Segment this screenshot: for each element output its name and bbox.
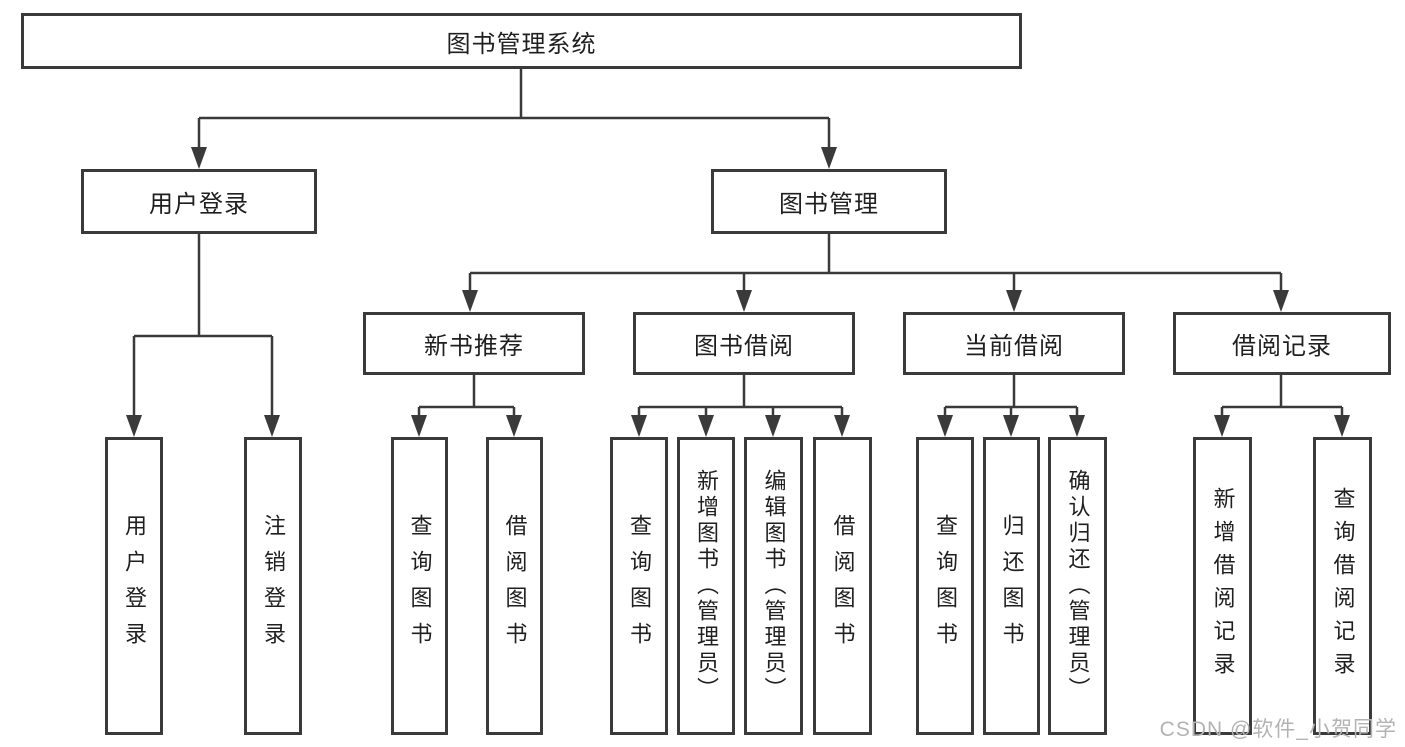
leaf-node-add-borrow-record: 新增借阅记录 <box>1193 437 1252 735</box>
arrow-down-icon <box>765 415 781 437</box>
leaf-node-borrow-books: 借阅图书 <box>486 437 543 735</box>
leaf-node-confirm-return-admin: 确认归还（管理员） <box>1048 437 1107 735</box>
leaf-node-label: 确认归还（管理员） <box>1065 469 1091 703</box>
branch-node-label: 图书管理 <box>779 191 879 218</box>
arrow-down-icon <box>736 290 752 312</box>
leaf-node-label: 查询图书 <box>407 514 433 658</box>
leaf-node-label: 新增图书（管理员） <box>694 469 719 703</box>
leaf-node-label: 借阅图书 <box>502 514 528 658</box>
arrow-down-icon <box>937 415 953 437</box>
arrow-down-icon <box>631 415 647 437</box>
arrow-down-icon <box>821 147 837 169</box>
module-node-book-borrowing: 图书借阅 <box>633 312 855 375</box>
leaf-node-label: 借阅图书 <box>830 514 856 658</box>
leaf-node-logout: 注销登录 <box>244 437 302 735</box>
arrow-down-icon <box>834 415 850 437</box>
leaf-node-add-books-admin: 新增图书（管理员） <box>677 437 735 735</box>
arrow-down-icon <box>1273 290 1289 312</box>
arrow-down-icon <box>1069 415 1085 437</box>
leaf-node-borrow-books: 借阅图书 <box>813 437 872 735</box>
leaf-node-edit-books-admin: 编辑图书（管理员） <box>744 437 803 735</box>
arrow-down-icon <box>698 415 714 437</box>
branch-node-label: 用户登录 <box>149 191 249 218</box>
module-node-new-book-recommend: 新书推荐 <box>363 312 585 375</box>
arrow-down-icon <box>264 415 280 437</box>
arrow-down-icon <box>506 415 522 437</box>
leaf-node-label: 编辑图书（管理员） <box>761 469 787 703</box>
connector-lines <box>132 69 1344 419</box>
module-node-current-borrowing: 当前借阅 <box>903 312 1125 375</box>
arrow-down-icon <box>1334 415 1350 437</box>
leaf-node-label: 查询图书 <box>933 514 958 658</box>
module-node-borrowing-records: 借阅记录 <box>1173 312 1391 375</box>
leaf-node-label: 注销登录 <box>261 514 286 658</box>
arrow-down-icon <box>1214 415 1230 437</box>
branch-node-user-login: 用户登录 <box>81 169 317 234</box>
arrow-down-icon <box>411 415 427 437</box>
leaf-node-label: 新增借阅记录 <box>1210 487 1236 685</box>
module-node-label: 图书借阅 <box>694 333 794 360</box>
root-node-label: 图书管理系统 <box>446 30 597 58</box>
leaf-node-return-books: 归还图书 <box>983 437 1040 735</box>
leaf-node-query-books: 查询图书 <box>391 437 448 735</box>
arrow-down-icon <box>462 290 478 312</box>
leaf-node-query-books: 查询图书 <box>916 437 974 735</box>
arrow-down-icon <box>1006 290 1022 312</box>
arrowhead-icons <box>126 147 1350 437</box>
arrow-down-icon <box>126 415 142 437</box>
leaf-node-query-borrow-record: 查询借阅记录 <box>1313 437 1372 735</box>
root-node-library-system: 图书管理系统 <box>21 13 1022 69</box>
leaf-node-label: 归还图书 <box>999 514 1025 658</box>
leaf-node-user-login: 用户登录 <box>105 437 163 735</box>
arrow-down-icon <box>191 147 207 169</box>
leaf-node-label: 查询借阅记录 <box>1330 487 1356 685</box>
branch-node-book-management: 图书管理 <box>711 169 947 234</box>
arrow-down-icon <box>1003 415 1019 437</box>
leaf-node-query-books: 查询图书 <box>610 437 668 735</box>
module-node-label: 借阅记录 <box>1232 333 1332 360</box>
leaf-node-label: 查询图书 <box>627 514 652 658</box>
leaf-node-label: 用户登录 <box>122 514 147 658</box>
module-node-label: 新书推荐 <box>424 333 524 360</box>
module-node-label: 当前借阅 <box>964 333 1064 360</box>
